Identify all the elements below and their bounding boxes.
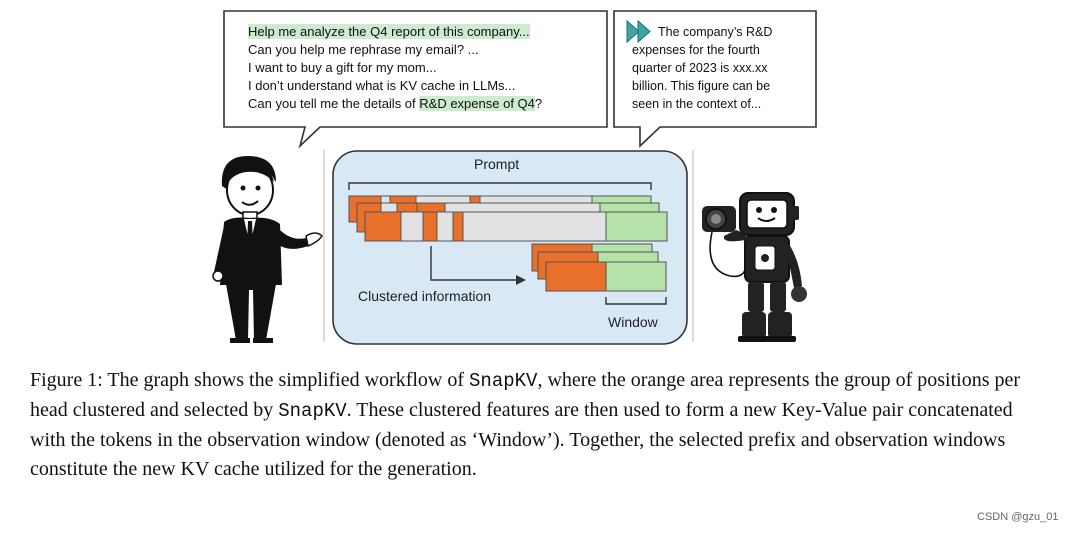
user-prompt-line: I don’t understand what is KV cache in L… xyxy=(248,78,516,93)
user-speech-bubble xyxy=(223,10,608,149)
robot-illustration xyxy=(702,192,807,342)
figure-graphic xyxy=(212,10,817,345)
bot-response-line: billion. This figure can be xyxy=(632,79,771,93)
snapkv-code: SnapKV xyxy=(469,370,538,392)
prompt-token-rows xyxy=(348,195,668,242)
clustered-information-label: Clustered information xyxy=(358,288,492,304)
cluster-arrow xyxy=(430,246,518,281)
person-illustration xyxy=(212,156,323,343)
user-prompt-line: Help me analyze the Q4 report of this co… xyxy=(248,24,530,39)
figure-caption: Figure 1: The graph shows the simplified… xyxy=(30,369,1021,480)
fast-forward-icon xyxy=(626,19,651,44)
clustered-kv-rows xyxy=(531,243,667,292)
user-prompt-line: Can you tell me the details of R&D expen… xyxy=(248,96,543,111)
snapkv-code: SnapKV xyxy=(278,400,347,422)
prompt-label: Prompt xyxy=(474,156,520,172)
user-prompt-line: Can you help me rephrase my email? ... xyxy=(248,42,479,57)
bot-response-line: seen in the context of... xyxy=(632,97,762,111)
bot-speech-bubble xyxy=(613,10,817,148)
bot-response: The company’s R&D expenses for the fourt… xyxy=(632,23,812,113)
prompt-bracket xyxy=(348,182,652,190)
bot-response-line: The company’s R&D xyxy=(658,25,773,39)
window-bracket xyxy=(605,297,667,305)
user-prompts: Help me analyze the Q4 report of this co… xyxy=(248,23,603,113)
window-label: Window xyxy=(608,314,658,330)
watermark: CSDN @gzu_01 xyxy=(977,511,1059,523)
user-prompt-line: I want to buy a gift for my mom... xyxy=(248,60,437,75)
bot-response-line: quarter of 2023 is xxx.xx xyxy=(632,61,768,75)
bot-response-line: expenses for the fourth xyxy=(632,43,760,57)
